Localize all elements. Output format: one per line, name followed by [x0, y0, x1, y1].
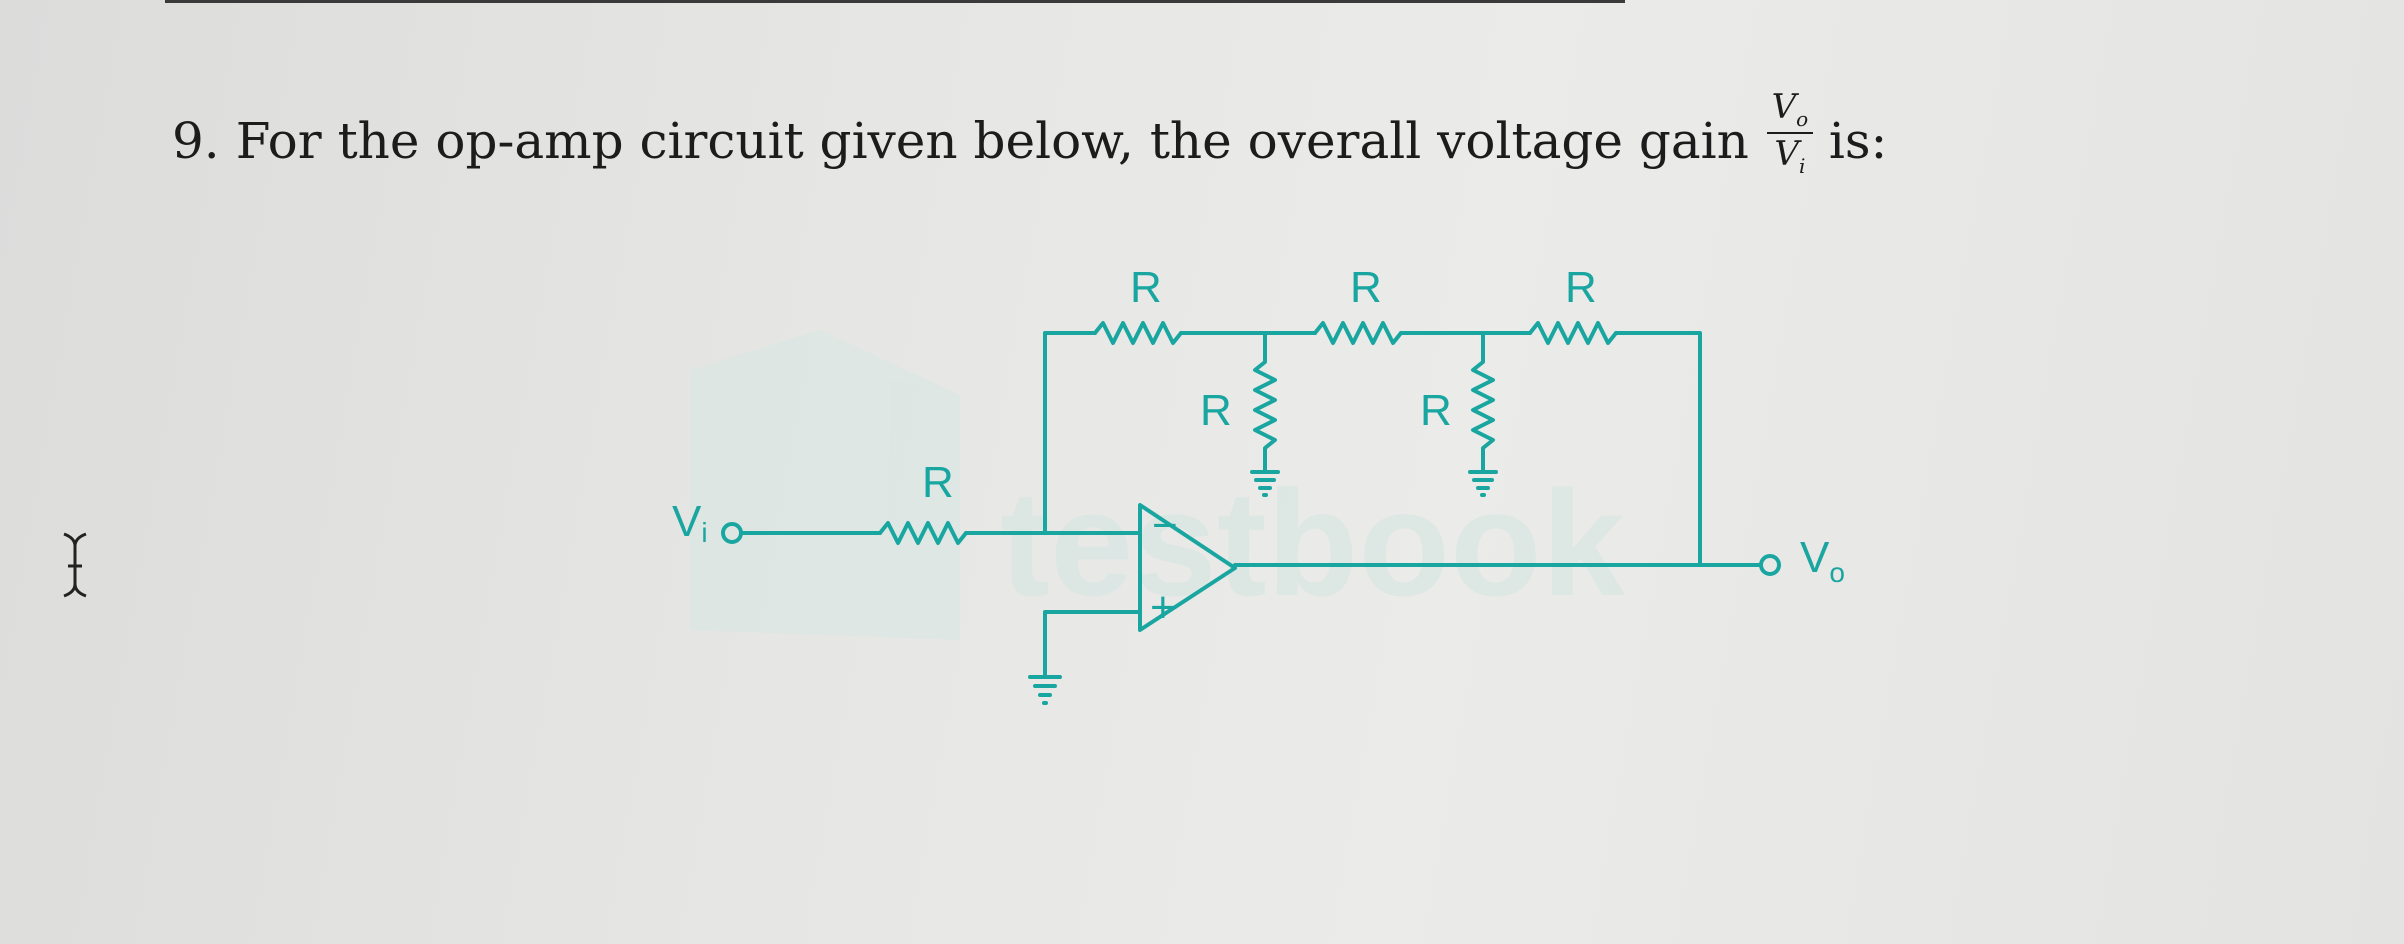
top-resistor-2 [1313, 321, 1403, 345]
noninverting-wire [1043, 610, 1142, 677]
shunt-resistor-1 [1253, 331, 1277, 472]
feedback-left-wire [1043, 331, 1097, 535]
shunt-ground-2 [1468, 470, 1498, 497]
top-resistor-3-label: R [1565, 263, 1597, 312]
output-label: Vo [1800, 533, 1845, 588]
top-resistor-1 [1093, 321, 1183, 345]
opamp-body [1138, 503, 1237, 632]
shunt-resistor-2-label: R [1420, 386, 1452, 435]
main-ground [1028, 675, 1062, 705]
shunt-resistor-1-label: R [1200, 386, 1232, 435]
shunt-resistor-2 [1471, 331, 1495, 472]
watermark-text: testbook [1000, 459, 1626, 627]
question-body: For the op-amp circuit given below, the … [235, 111, 1749, 170]
top-resistor-2-label: R [1350, 263, 1382, 312]
top-resistor-1-label: R [1130, 263, 1162, 312]
question-text: 9. For the op-amp circuit given below, t… [172, 90, 1888, 184]
fraction-bar [1766, 131, 1813, 134]
top-wire-3 [1614, 331, 1702, 567]
opamp-inverting-sign: − [1152, 501, 1178, 550]
question-number: 9. [172, 111, 220, 170]
input-terminal [721, 522, 743, 544]
input-resistor-label: R [922, 458, 954, 507]
input-resistor [878, 521, 968, 545]
gain-fraction: Vo Vi [1766, 87, 1813, 178]
opamp-noninverting-sign: + [1150, 583, 1176, 632]
shunt-ground-1 [1250, 470, 1280, 497]
top-rule [165, 0, 1625, 3]
input-label: Vi [672, 497, 708, 548]
gain-numerator: Vo [1771, 87, 1809, 131]
question-suffix: is: [1828, 111, 1888, 170]
watermark: testbook [690, 330, 1626, 640]
top-resistor-3 [1528, 321, 1618, 345]
output-terminal [1759, 554, 1781, 576]
gain-denominator: Vi [1774, 133, 1806, 178]
text-cursor-icon [63, 532, 87, 598]
